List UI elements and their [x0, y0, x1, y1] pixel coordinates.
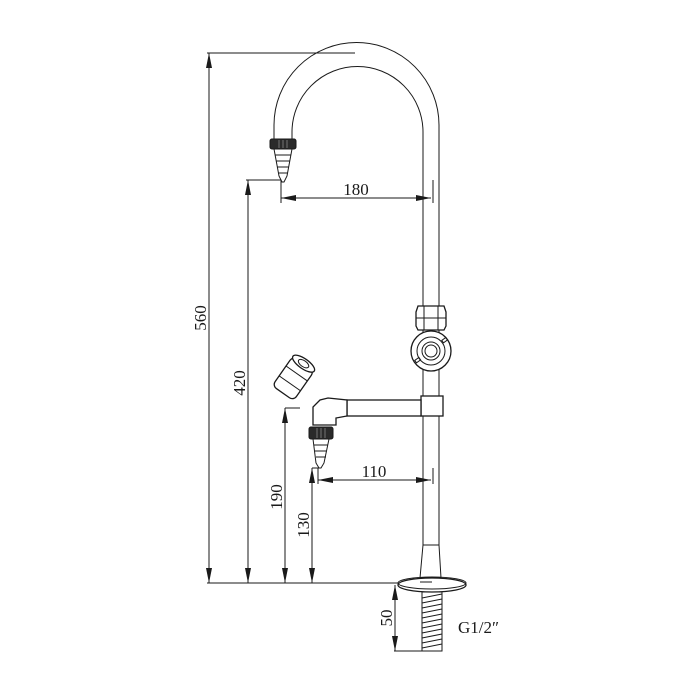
dimension-130: 130 [294, 467, 320, 583]
side-outlet-nozzle [308, 426, 334, 469]
tee-fitting [420, 395, 444, 417]
dimension-190: 190 [267, 407, 300, 583]
base-flange [397, 576, 467, 593]
threaded-shank [421, 591, 443, 652]
side-arm [312, 397, 422, 426]
valve-handle [410, 330, 452, 372]
column-hex-nut [415, 305, 447, 331]
svg-text:50: 50 [377, 610, 396, 627]
dimension-420: 420 [230, 179, 281, 583]
svg-text:560: 560 [191, 305, 210, 331]
gooseneck-spout [273, 42, 440, 380]
dimension-50: 50 [377, 582, 442, 652]
thread-spec-label: G1/2″ [458, 618, 499, 637]
side-valve-knob [273, 354, 316, 400]
svg-text:130: 130 [294, 512, 313, 538]
column-lower [419, 416, 442, 579]
dimension-180: 180 [280, 180, 434, 203]
svg-text:190: 190 [267, 484, 286, 510]
spout-nozzle [269, 138, 297, 183]
svg-text:180: 180 [343, 180, 369, 199]
dimension-110: 110 [317, 462, 434, 484]
svg-text:110: 110 [362, 462, 387, 481]
svg-text:420: 420 [230, 370, 249, 396]
dimension-560: 560 [191, 52, 355, 583]
